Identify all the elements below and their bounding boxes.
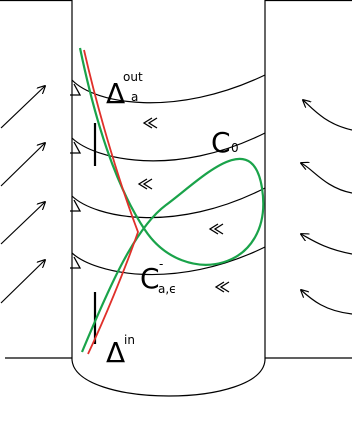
c0-subscript: 0 [231,141,239,155]
incoming-arrow-4 [0,260,45,304]
incoming-arrow-3 [0,202,45,245]
delta-out-subscript: a [131,90,138,104]
incoming-arrow-2 [0,143,45,187]
flow-curves [71,74,266,276]
red-curve [83,49,139,355]
double-arrow-3 [208,223,224,235]
arrowhead-down-2 [70,141,82,154]
right-curve-4 [301,290,352,315]
flow-arrowheads [70,83,230,293]
delta-in-symbol: Δ [106,336,125,369]
right-curve-3 [301,234,352,255]
flow-curve-4 [71,246,266,276]
delta-out-symbol: Δ [106,77,125,110]
plane-lines [0,0,352,359]
labels: Δ out a C 0 C - a,ϵ Δ in [106,70,239,369]
cylinder [71,0,266,397]
right-curve-1 [303,100,352,131]
flow-curve-2 [71,132,266,162]
delta-in-superscript: in [124,333,135,347]
arrowhead-down-1 [70,83,82,96]
flow-curve-3 [71,187,266,219]
colored-curves [78,47,265,355]
right-curve-2 [301,163,352,194]
double-arrow-2 [137,178,153,190]
c-minus-a-epsilon-subscript: a,ϵ [158,282,177,296]
incoming-arrows-left [0,86,45,304]
arrowhead-down-4 [70,256,82,269]
c-minus-a-epsilon-symbol: C [140,262,160,295]
delta-out-superscript: out [123,70,143,84]
outgoing-curves-right [301,100,352,315]
arrowhead-down-3 [70,199,82,212]
c-minus-a-epsilon-superscript: - [159,257,163,271]
incoming-arrow-1 [0,86,45,129]
c0-symbol: C [211,126,231,159]
flow-curve-1 [71,74,266,104]
double-arrow-1 [142,117,158,129]
double-arrow-4 [214,281,230,293]
cylinder-bottom-arc [71,359,266,397]
